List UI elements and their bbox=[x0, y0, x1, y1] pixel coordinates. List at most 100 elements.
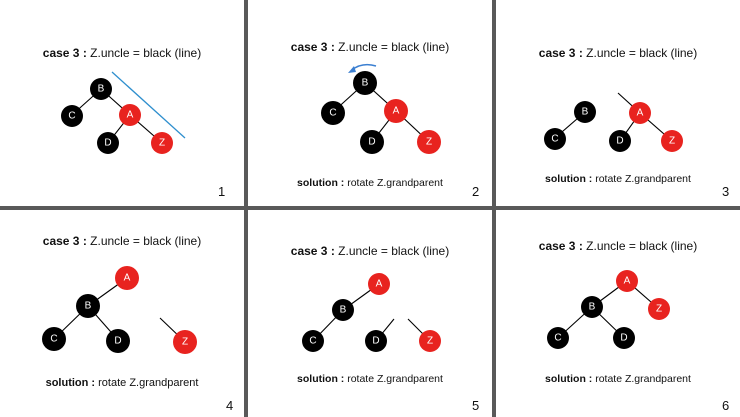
tree-diagram-2: B C A D Z bbox=[321, 63, 441, 154]
heading-text: Z.uncle = black (line) bbox=[334, 40, 450, 54]
tree-node-z: Z bbox=[661, 130, 683, 152]
heading-text: Z.uncle = black (line) bbox=[334, 244, 450, 258]
tree-node-a: A bbox=[616, 270, 638, 292]
tree-node-a: A bbox=[368, 273, 390, 295]
tree-diagram-1: B C A D Z bbox=[61, 71, 186, 154]
svg-text:C: C bbox=[554, 333, 561, 344]
svg-text:Z: Z bbox=[656, 304, 662, 315]
solution-bold: solution : bbox=[545, 373, 593, 385]
tree-node-a: A bbox=[115, 266, 139, 290]
tree-diagram-4: A B C D Z bbox=[42, 266, 197, 354]
svg-text:B: B bbox=[98, 84, 105, 95]
solution-text: solution : rotate Z.grandparent bbox=[248, 373, 492, 385]
tree-node-c: C bbox=[61, 105, 83, 127]
tree-diagram-3: B C A D Z bbox=[544, 92, 683, 152]
tree-node-d: D bbox=[97, 132, 119, 154]
tree-node-c: C bbox=[42, 327, 66, 351]
panel-6: case 3 : Z.uncle = black (line) A B Z C … bbox=[496, 210, 740, 417]
rotation-arrowhead bbox=[348, 66, 356, 73]
solution-rest: rotate Z.grandparent bbox=[344, 373, 443, 385]
annotation-line bbox=[111, 71, 186, 139]
tree-node-z: Z bbox=[648, 298, 670, 320]
solution-bold: solution : bbox=[545, 173, 593, 185]
slide-number: 3 bbox=[722, 184, 730, 199]
svg-text:Z: Z bbox=[159, 138, 165, 149]
tree-node-z: Z bbox=[419, 330, 441, 352]
heading-bold: case 3 : bbox=[290, 40, 335, 54]
svg-text:Z: Z bbox=[427, 336, 433, 347]
slide-number: 1 bbox=[218, 184, 226, 199]
svg-text:B: B bbox=[362, 78, 369, 89]
solution-rest: rotate Z.grandparent bbox=[592, 373, 691, 385]
svg-text:Z: Z bbox=[669, 136, 675, 147]
solution-text: solution : rotate Z.grandparent bbox=[496, 373, 740, 385]
svg-text:C: C bbox=[329, 108, 336, 119]
solution-text: solution : rotate Z.grandparent bbox=[496, 173, 740, 185]
svg-text:D: D bbox=[104, 138, 111, 149]
tree-node-b: B bbox=[332, 299, 354, 321]
solution-bold: solution : bbox=[297, 373, 345, 385]
svg-text:D: D bbox=[616, 136, 623, 147]
tree-node-a: A bbox=[119, 104, 141, 126]
panel-heading: case 3 : Z.uncle = black (line) bbox=[248, 244, 492, 258]
svg-text:B: B bbox=[589, 302, 596, 313]
solution-rest: rotate Z.grandparent bbox=[592, 173, 691, 185]
tree-node-z: Z bbox=[151, 132, 173, 154]
tree-diagram-6: A B Z C D bbox=[547, 270, 670, 349]
svg-text:C: C bbox=[309, 336, 316, 347]
svg-text:D: D bbox=[372, 336, 379, 347]
heading-text: Z.uncle = black (line) bbox=[86, 234, 202, 248]
tree-node-c: C bbox=[544, 128, 566, 150]
panel-5: case 3 : Z.uncle = black (line) A B C D … bbox=[248, 210, 492, 417]
tree-node-b: B bbox=[76, 294, 100, 318]
svg-text:B: B bbox=[582, 107, 589, 118]
svg-text:A: A bbox=[376, 279, 383, 290]
svg-text:A: A bbox=[127, 110, 134, 121]
svg-text:A: A bbox=[624, 276, 631, 287]
tree-node-c: C bbox=[302, 330, 324, 352]
panel-4: case 3 : Z.uncle = black (line) A B C D … bbox=[0, 210, 244, 417]
svg-text:A: A bbox=[124, 273, 131, 284]
solution-bold: solution : bbox=[297, 177, 345, 189]
svg-text:A: A bbox=[393, 106, 400, 117]
panel-heading: case 3 : Z.uncle = black (line) bbox=[0, 234, 244, 248]
tree-node-c: C bbox=[547, 327, 569, 349]
heading-bold: case 3 : bbox=[42, 46, 87, 60]
tree-diagram-5: A B C D Z bbox=[302, 273, 441, 352]
tree-node-c: C bbox=[321, 101, 345, 125]
svg-text:C: C bbox=[551, 134, 558, 145]
solution-rest: rotate Z.grandparent bbox=[344, 177, 443, 189]
panel-3: case 3 : Z.uncle = black (line) B C A D … bbox=[496, 0, 740, 206]
solution-rest: rotate Z.grandparent bbox=[95, 377, 199, 389]
tree-node-a: A bbox=[384, 99, 408, 123]
heading-bold: case 3 : bbox=[538, 239, 583, 253]
heading-bold: case 3 : bbox=[42, 234, 87, 248]
tree-node-b: B bbox=[90, 78, 112, 100]
heading-text: Z.uncle = black (line) bbox=[582, 239, 698, 253]
tree-node-d: D bbox=[106, 329, 130, 353]
panel-heading: case 3 : Z.uncle = black (line) bbox=[248, 40, 492, 54]
rotation-arrow bbox=[351, 63, 377, 71]
solution-text: solution : rotate Z.grandparent bbox=[0, 377, 244, 389]
svg-text:B: B bbox=[85, 301, 92, 312]
panel-heading: case 3 : Z.uncle = black (line) bbox=[496, 46, 740, 60]
tree-node-d: D bbox=[360, 130, 384, 154]
tree-node-a: A bbox=[629, 102, 651, 124]
svg-text:D: D bbox=[620, 333, 627, 344]
slide-number: 4 bbox=[226, 398, 234, 413]
slide-number: 2 bbox=[472, 184, 480, 199]
tree-node-d: D bbox=[613, 327, 635, 349]
heading-text: Z.uncle = black (line) bbox=[86, 46, 202, 60]
tree-node-z: Z bbox=[417, 130, 441, 154]
slide-number: 6 bbox=[722, 398, 730, 413]
svg-text:A: A bbox=[637, 108, 644, 119]
slide-number: 5 bbox=[472, 398, 480, 413]
tree-node-b: B bbox=[353, 71, 377, 95]
svg-text:D: D bbox=[114, 336, 121, 347]
tree-node-b: B bbox=[574, 101, 596, 123]
panel-1: case 3 : Z.uncle = black (line) B C A D … bbox=[0, 0, 244, 206]
svg-text:C: C bbox=[68, 111, 75, 122]
tree-node-z: Z bbox=[173, 330, 197, 354]
svg-text:C: C bbox=[50, 334, 57, 345]
